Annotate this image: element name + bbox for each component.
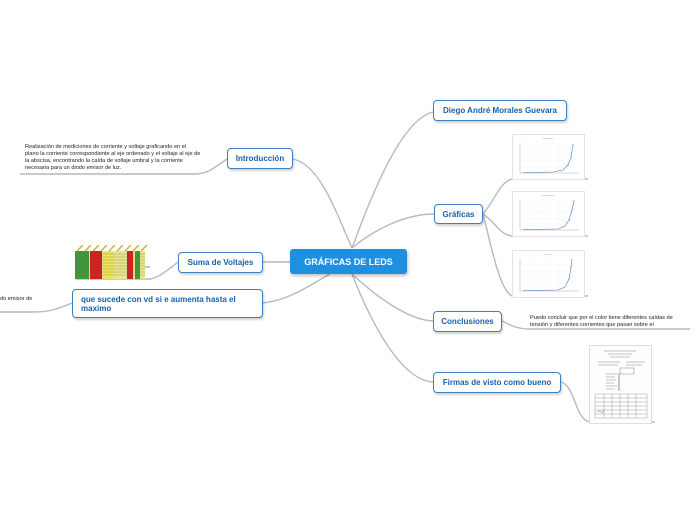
node-firmas-label: Firmas de visto como bueno (442, 378, 552, 387)
node-introduccion-label: Introducción (235, 154, 285, 163)
svg-text:———: ——— (544, 253, 552, 256)
signature-document-image[interactable] (589, 345, 652, 424)
node-suma-voltajes-label: Suma de Voltajes (187, 258, 254, 267)
node-vd-question-label: que sucede con vd si e aumenta hasta el … (81, 294, 236, 313)
chart-thumbnail-3[interactable]: ——— (512, 250, 585, 298)
chart-thumbnail-1[interactable]: ———— (512, 134, 585, 180)
note-introduccion: Realización de mediciones de corriente y… (25, 144, 201, 171)
node-suma-voltajes[interactable]: Suma de Voltajes (178, 252, 263, 273)
node-graficas-label: Gráficas (442, 209, 475, 219)
node-firmas[interactable]: Firmas de visto como bueno (433, 372, 561, 393)
node-introduccion[interactable]: Introducción (227, 148, 293, 169)
central-topic[interactable]: GRÁFICAS DE LEDS (290, 249, 407, 274)
note-vd-fragment: do emisor de (0, 296, 33, 302)
node-author[interactable]: Diego André Morales Guevara (433, 100, 567, 121)
node-author-label: Diego André Morales Guevara (443, 106, 557, 115)
central-topic-label: GRÁFICAS DE LEDS (304, 256, 393, 267)
spreadsheet-image[interactable] (75, 245, 150, 279)
node-graficas[interactable]: Gráficas (434, 204, 483, 224)
node-conclusiones-label: Conclusiones (441, 317, 494, 326)
node-conclusiones[interactable]: Conclusiones (433, 311, 502, 332)
svg-text:————: ———— (543, 137, 554, 140)
chart-thumbnail-2[interactable]: ————— (512, 191, 585, 237)
svg-text:—————: ————— (542, 194, 555, 197)
note-conclusiones: Puedo concluir que por el color tiene di… (530, 315, 673, 328)
node-vd-question[interactable]: que sucede con vd si e aumenta hasta el … (72, 289, 263, 318)
